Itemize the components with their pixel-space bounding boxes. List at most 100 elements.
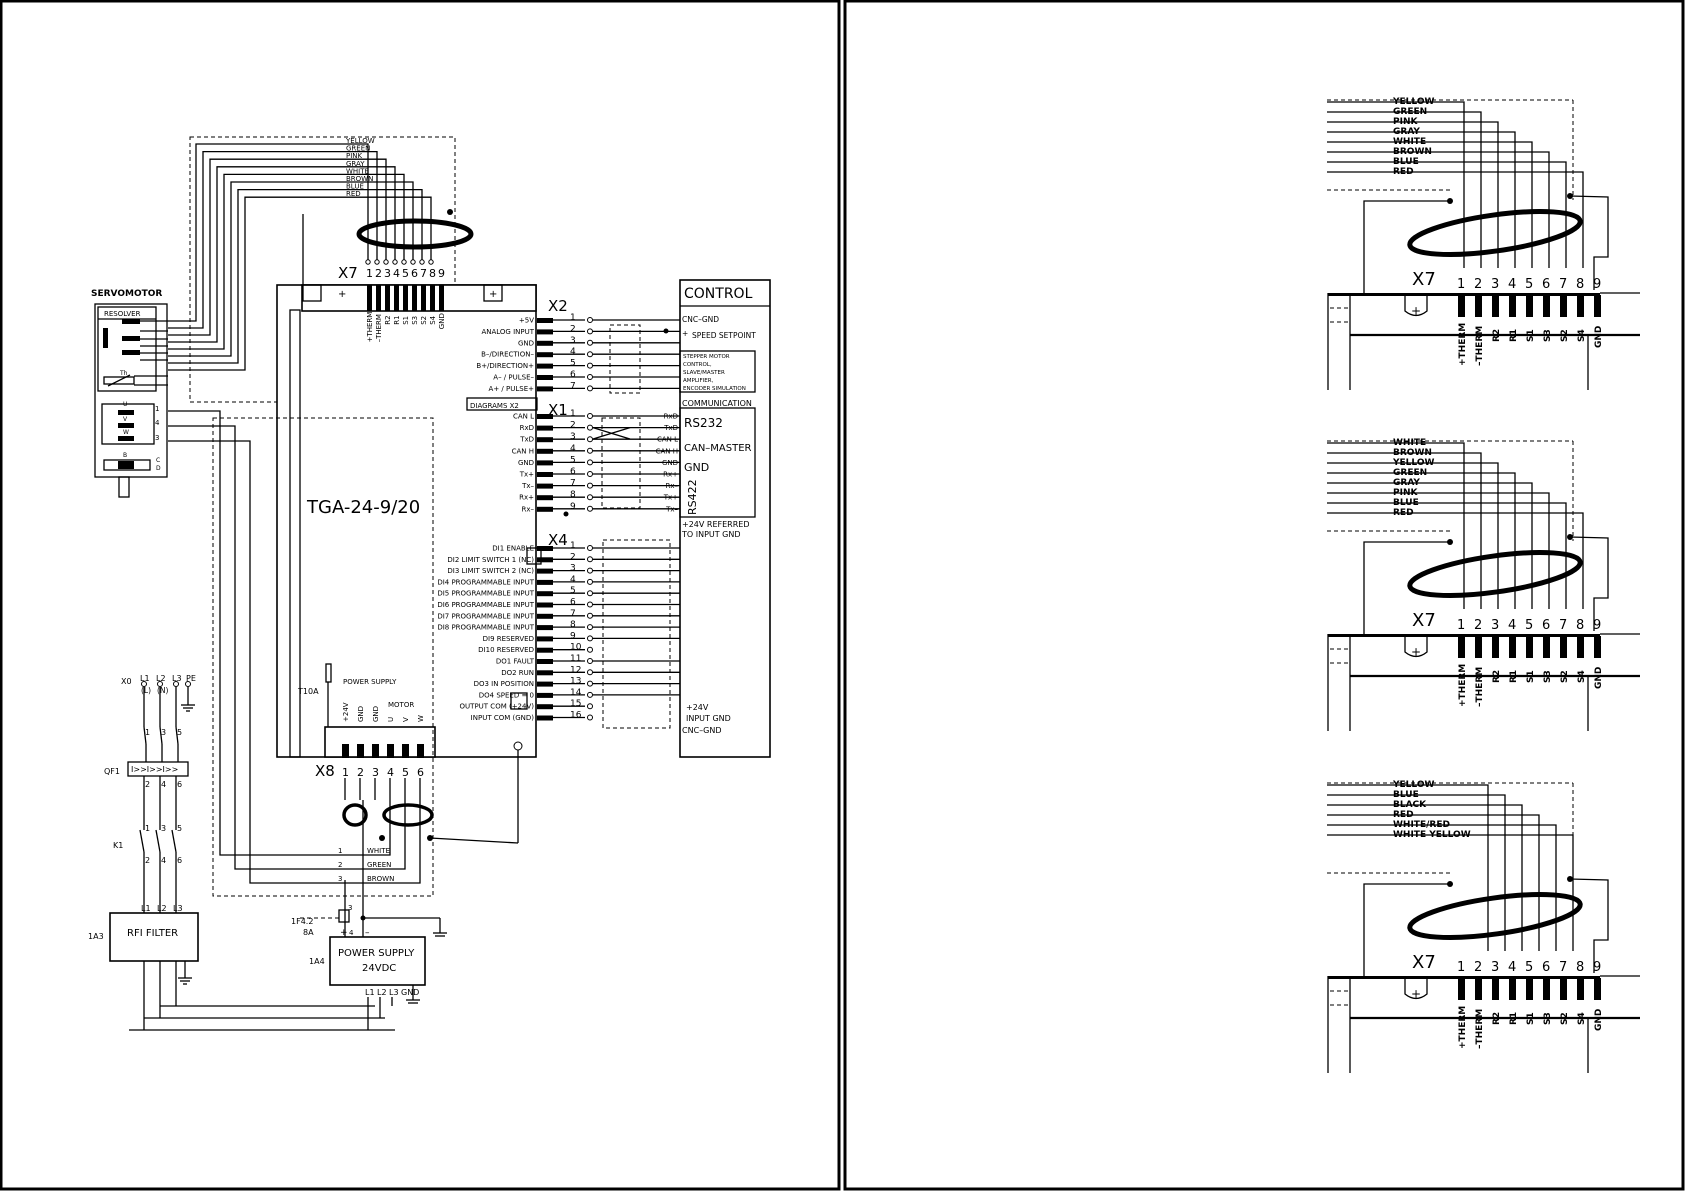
x4-pin <box>537 659 553 664</box>
svg-text:+: + <box>682 329 688 338</box>
wire-terminal <box>401 259 407 265</box>
x4-pin-number: 13 <box>570 677 581 687</box>
qf1-bottom-number: 2 <box>145 780 150 789</box>
x1-label: CAN H <box>512 447 534 455</box>
x2-label: ANALOG INPUT <box>481 328 534 336</box>
detail-wire <box>1327 171 1584 268</box>
detail-wire-color: YELLOW <box>1392 458 1434 468</box>
x4-pin <box>537 670 553 676</box>
detail-wire <box>1327 794 1506 951</box>
x8-pin-number: 6 <box>417 766 424 779</box>
svg-text:W: W <box>123 429 129 436</box>
detail-wire-color: WHITE YELLOW <box>1393 830 1471 840</box>
x4-label: DO4 SPEED = 0 <box>479 691 534 699</box>
detail-wire-color: BLUE <box>1393 498 1419 508</box>
x1-pin-number: 3 <box>570 432 576 442</box>
qf1-bottom-number: 4 <box>161 780 166 789</box>
detail-pin <box>1594 636 1601 658</box>
wire-terminal <box>383 259 389 265</box>
x4-pin-number: 4 <box>570 575 576 585</box>
drive-model: TGA-24-9/20 <box>306 497 420 518</box>
x7-pin-number: 9 <box>438 267 445 280</box>
resolver-coil-4 <box>122 350 140 355</box>
wire-terminal <box>419 259 425 265</box>
x7-pin <box>412 285 417 311</box>
detail-connector-name: X7 <box>1412 269 1436 290</box>
x1-shield <box>601 417 641 509</box>
x4-terminal <box>587 680 593 687</box>
x4-label: DI2 LIMIT SWITCH 1 (NC) <box>447 556 534 564</box>
detail-signal-label: GND <box>1594 1009 1604 1031</box>
x7-pin <box>439 285 444 311</box>
x1-pin-number: 6 <box>570 467 576 477</box>
detail-header-top <box>1328 976 1600 979</box>
detail-wire <box>1327 512 1584 609</box>
left-sheet-frame <box>0 0 841 1191</box>
x4-pin-number: 1 <box>570 541 576 551</box>
qf1-breaker-label: I>>I>>I>> <box>131 765 178 774</box>
x4-label: DO2 RUN <box>501 669 534 677</box>
x7-pin <box>421 285 426 311</box>
x1-pin <box>537 448 553 454</box>
x1-pin <box>537 460 553 466</box>
x8-signal-label: GND <box>357 706 365 722</box>
x7-signal-label: –THERM <box>375 314 383 342</box>
x8-pin <box>387 744 394 758</box>
left-sheet: SERVOMOTOR RESOLVER Th U V W 1 4 3 B C D <box>88 136 771 1031</box>
x7-pin <box>394 285 399 311</box>
detail-wire <box>1327 482 1533 609</box>
detail-wire <box>1327 814 1540 951</box>
detail-pin-number: 8 <box>1576 618 1584 633</box>
qf1-top-number: 5 <box>177 728 182 737</box>
x4-label: DO1 FAULT <box>496 658 535 666</box>
resolver-cable-shield-ellipse <box>356 218 474 250</box>
detail-wire-color: RED <box>1393 810 1414 820</box>
svg-text:B: B <box>123 452 127 459</box>
detail-wire-color: BLUE <box>1393 790 1419 800</box>
detail-pin <box>1492 636 1499 658</box>
thermistor-label: Th <box>119 370 128 377</box>
detail-wire <box>1327 121 1499 268</box>
qf1-top-number: 1 <box>145 728 150 737</box>
x8-signal-label: U <box>387 717 395 722</box>
detail-pin-number: 7 <box>1559 618 1567 633</box>
detail-wire <box>1327 824 1557 951</box>
detail-header-top <box>1328 293 1600 296</box>
svg-text:POWER SUPPLY: POWER SUPPLY <box>343 678 397 686</box>
x2-terminal <box>587 362 593 369</box>
detail-pin <box>1475 978 1482 1000</box>
x1-pin-number: 5 <box>570 455 576 465</box>
svg-text:8A: 8A <box>303 928 314 937</box>
psu-fuse <box>338 909 350 923</box>
x8-pin <box>342 744 349 758</box>
x7-pin <box>385 285 390 311</box>
x1-label: Tx+ <box>519 471 534 479</box>
wire-terminal <box>410 259 416 265</box>
mains-terminal <box>173 681 179 687</box>
detail-wire-color: YELLOW <box>1392 780 1434 790</box>
psu-terminal-label: L3 <box>389 988 399 997</box>
x2-label: +5V <box>519 317 534 325</box>
resolver-wire-gray <box>168 166 396 343</box>
resolver-wire-yellow <box>168 143 369 322</box>
detail-pin <box>1458 978 1465 1000</box>
x1-terminal <box>587 424 593 431</box>
x7-header <box>301 284 537 312</box>
psu-24vdc <box>329 936 426 986</box>
x4-label: DO3 IN POSITION <box>474 680 534 688</box>
x1-terminal <box>587 471 593 477</box>
x4-pin <box>537 692 553 698</box>
x2-terminal <box>587 385 593 392</box>
detail-pin-number: 4 <box>1508 618 1516 633</box>
x2-pin-number: 3 <box>570 336 576 346</box>
x8-header <box>324 726 436 758</box>
x1-label: GND <box>518 459 534 467</box>
detail-wire-color: WHITE <box>1393 438 1426 448</box>
x1-pin-number: 9 <box>570 502 576 512</box>
resolver-wire-green <box>168 150 378 329</box>
x7-signal-label: S2 <box>420 316 428 325</box>
x4-pin-number: 15 <box>570 699 581 709</box>
